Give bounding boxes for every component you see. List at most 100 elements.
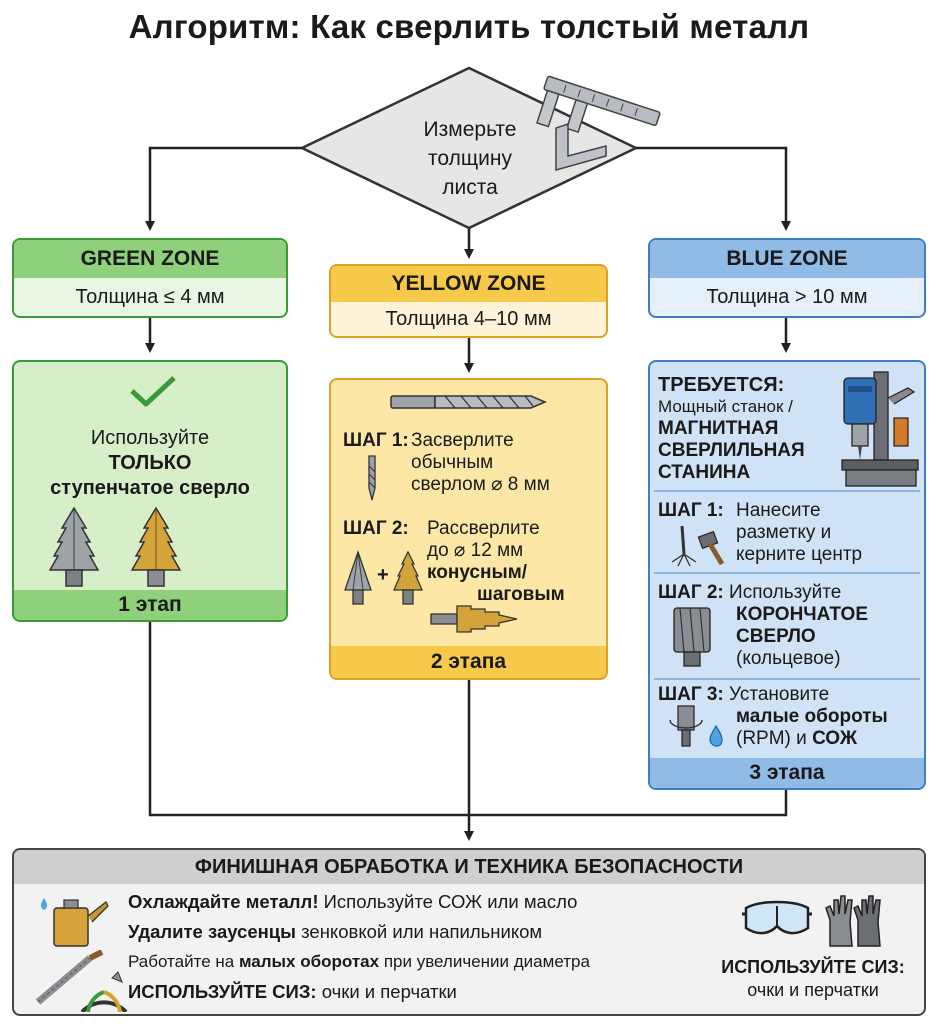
start-line-3: листа: [442, 176, 498, 199]
blue-zone-thickness: Толщина > 10 мм: [706, 286, 868, 308]
blue-step1-text: Нанесите разметку и керните центр: [736, 500, 862, 566]
blue-step3-more: малые обороты (RPM) и СОЖ: [736, 706, 888, 750]
final-line-2-bold: Удалите заусенцы: [128, 921, 296, 942]
ppe-rest: очки и перчатки: [747, 980, 879, 1000]
blue-req-bold2: СВЕРЛИЛЬНАЯ: [658, 440, 805, 461]
start-line-2: толщину: [428, 147, 512, 170]
final-line-1-rest: Используйте СОЖ или масло: [318, 891, 578, 912]
blue-zone-header: BLUE ZONE Толщина > 10 мм: [648, 238, 926, 318]
core-drill-icon: [673, 607, 711, 667]
yellow-step2-label: ШАГ 2:: [343, 518, 409, 539]
yellow-step2-line2: до ⌀ 12 мм: [427, 540, 524, 561]
blue-step2-bold1: КОРОНЧАТОЕ: [736, 604, 869, 625]
yellow-card: ШАГ 1: Засверлите обычным сверлом ⌀ 8 мм…: [329, 378, 608, 680]
yellow-stages: 2 этапа: [331, 646, 606, 678]
merge-blue: [469, 790, 788, 817]
final-line-4-bold: ИСПОЛЬЗУЙТЕ СИЗ:: [128, 981, 317, 1002]
blue-step1-line2: разметку и: [736, 522, 832, 543]
yellow-zone-header: YELLOW ZONE Толщина 4–10 мм: [329, 264, 608, 338]
green-zone-title: GREEN ZONE: [14, 240, 286, 278]
yellow-step2-bold2: шаговым: [477, 584, 565, 605]
oil-can-icon: [41, 898, 109, 947]
blue-step2: ШАГ 2: Используйте: [658, 582, 841, 604]
final-line-2-rest: зенковкой или напильником: [295, 921, 543, 942]
blue-step3-bold: малые обороты: [736, 706, 888, 727]
arrow-to-blue: [636, 146, 791, 231]
blue-step2-text: Используйте: [729, 582, 842, 603]
blue-step1: ШАГ 1:: [658, 500, 724, 522]
blue-req-bold1: МАГНИТНАЯ: [658, 418, 779, 439]
ppe-note: ИСПОЛЬЗУЙТЕ СИЗ: очки и перчатки: [704, 956, 922, 1002]
yellow-step1: ШАГ 1:: [343, 430, 409, 452]
blue-req-bold3: СТАНИНА: [658, 462, 751, 483]
green-only: ТОЛЬКО: [108, 452, 192, 474]
yellow-step1-text: Засверлите обычным сверлом ⌀ 8 мм: [411, 430, 550, 496]
yellow-zone-title: YELLOW ZONE: [331, 266, 606, 302]
final-line-1-bold: Охлаждайте металл!: [128, 891, 319, 912]
yellow-step1-line3: сверлом ⌀ 8 мм: [411, 474, 550, 495]
blue-step3-bold2: СОЖ: [812, 728, 858, 749]
final-list: Охлаждайте металл! Используйте СОЖ или м…: [128, 890, 590, 1004]
yellow-step1-line2: обычным: [411, 452, 494, 473]
green-card: Используйте ТОЛЬКО ступенчатое сверло 1 …: [12, 360, 288, 622]
blue-step3-mid: (RPM) и: [736, 728, 807, 749]
blue-req-text: Мощный станок /: [658, 397, 793, 416]
cone-drill-silver-icon: [344, 550, 372, 605]
checkmark-icon: [130, 376, 176, 407]
blue-step3-label: ШАГ 3:: [658, 684, 724, 705]
twist-drill-icon: [390, 395, 547, 409]
step-drill-horizontal-icon: [430, 605, 518, 633]
plus-sign: +: [377, 564, 389, 586]
file-countersink-icon: [35, 950, 128, 1012]
final-line-3-bold: малых оборотах: [238, 952, 380, 971]
final-line-4: ИСПОЛЬЗУЙТЕ СИЗ: очки и перчатки: [128, 980, 590, 1004]
final-line-2: Удалите заусенцы зенковкой или напильник…: [128, 920, 590, 944]
final-line-3-b: при увеличении диаметра: [379, 952, 590, 971]
final-title: ФИНИШНАЯ ОБРАБОТКА И ТЕХНИКА БЕЗОПАСНОСТ…: [14, 850, 924, 884]
final-line-1: Охлаждайте металл! Используйте СОЖ или м…: [128, 890, 590, 914]
green-stages: 1 этап: [14, 590, 286, 620]
yellow-step2: ШАГ 2:: [343, 518, 409, 540]
green-instructions: Используйте ТОЛЬКО ступенчатое сверло: [14, 426, 286, 501]
final-section: ФИНИШНАЯ ОБРАБОТКА И ТЕХНИКА БЕЗОПАСНОСТ…: [12, 848, 926, 1016]
yellow-step1-line1: Засверлите: [411, 430, 514, 451]
step-drill-silver-icon: [48, 506, 100, 587]
blue-step2-note: (кольцевое): [736, 648, 841, 669]
yellow-step2-line1: Рассверлите: [427, 518, 540, 539]
step-drill-gold-icon: [130, 506, 182, 587]
metal-sheet-icon: [555, 122, 607, 171]
final-line-3-a: Работайте на: [128, 952, 239, 971]
yellow-step1-label: ШАГ 1:: [343, 430, 409, 451]
green-use: Используйте: [90, 427, 210, 449]
blue-step2-more: КОРОНЧАТОЕ СВЕРЛО (кольцевое): [736, 604, 868, 670]
blue-step2-label: ШАГ 2:: [658, 582, 724, 603]
final-line-4-rest: очки и перчатки: [316, 981, 457, 1002]
start-decision: Измерьте толщину листа: [380, 115, 560, 202]
caliper-icon: [536, 75, 661, 134]
blue-card: ТРЕБУЕТСЯ: Мощный станок / МАГНИТНАЯ СВЕ…: [648, 360, 926, 790]
blue-step2-bold2: СВЕРЛО: [736, 626, 816, 647]
merge-green: [148, 622, 469, 817]
start-line-1: Измерьте: [423, 118, 517, 141]
yellow-step2-text: Рассверлите до ⌀ 12 мм конусным/ шаговым: [427, 518, 565, 606]
arrow-to-green: [145, 146, 302, 231]
green-tool: ступенчатое сверло: [50, 477, 250, 499]
green-zone-header: GREEN ZONE Толщина ≤ 4 мм: [12, 238, 288, 318]
rpm-coolant-icon: [669, 705, 723, 747]
magnetic-drill-icon: [841, 371, 919, 487]
safety-goggles-icon: [742, 900, 812, 935]
small-drill-icon: [368, 455, 376, 501]
blue-zone-title: BLUE ZONE: [650, 240, 924, 278]
gloves-icon: [825, 895, 881, 947]
blue-step1-line3: керните центр: [736, 544, 863, 565]
blue-stages: 3 этапа: [650, 758, 924, 788]
blue-step3: ШАГ 3: Установите: [658, 684, 829, 706]
final-line-3: Работайте на малых оборотах при увеличен…: [128, 950, 590, 974]
blue-step1-line1: Нанесите: [736, 500, 821, 521]
ppe-bold: ИСПОЛЬЗУЙТЕ СИЗ:: [721, 957, 905, 977]
yellow-step2-bold1: конусным/: [427, 562, 528, 583]
blue-req-label: ТРЕБУЕТСЯ:: [658, 374, 785, 396]
blue-step1-label: ШАГ 1:: [658, 500, 724, 521]
blue-step3-text: Установите: [729, 684, 830, 705]
